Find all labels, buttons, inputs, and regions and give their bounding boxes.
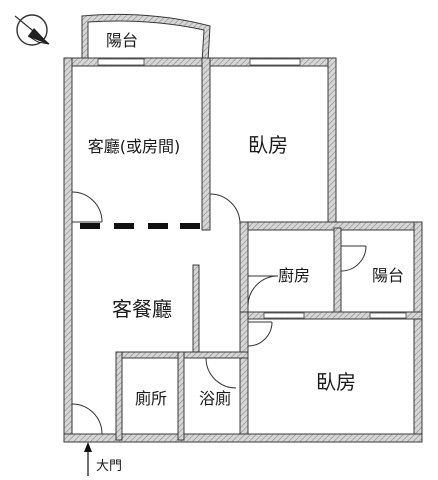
walls — [63, 13, 423, 443]
label-kitchen: 廚房 — [278, 266, 310, 285]
label-balcony-right: 陽台 — [372, 266, 404, 285]
label-balcony-top: 陽台 — [106, 31, 138, 50]
door-swings — [71, 191, 367, 435]
windows — [97, 58, 407, 319]
label-bedroom-top: 臥房 — [248, 133, 288, 157]
entrance-arrow-icon — [84, 442, 92, 476]
north-arrow-icon — [14, 14, 50, 46]
label-entrance: 大門 — [96, 459, 122, 474]
label-toilet: 廁所 — [135, 389, 167, 408]
label-living-or-room: 客廳(或房間) — [88, 137, 181, 156]
label-living-dining: 客餐廳 — [112, 297, 172, 321]
label-bathroom: 浴廁 — [199, 389, 231, 408]
label-bedroom-bottom: 臥房 — [316, 370, 356, 394]
